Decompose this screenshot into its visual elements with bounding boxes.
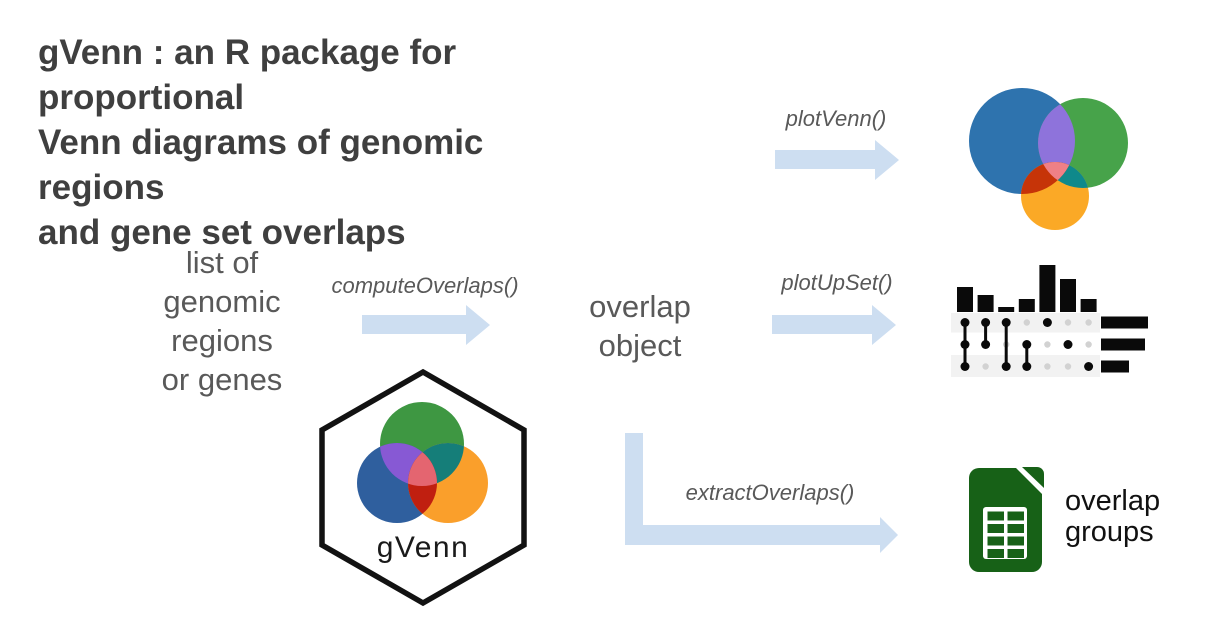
input-line-2: genomic (163, 284, 281, 319)
plot-venn-label: plotVenn() (785, 106, 887, 131)
spreadsheet-icon (969, 467, 1044, 572)
upset-plot-icon (951, 265, 1148, 377)
elbow-arrow-icon (625, 433, 898, 553)
input-line-4: or genes (161, 362, 283, 397)
title-line-1: gVenn : an R package for proportional (38, 33, 457, 117)
plot-upset-label: plotUpSet() (781, 270, 893, 295)
gvenn-hex-logo: gVenn (319, 368, 527, 607)
input-line-1: list of (185, 245, 259, 280)
output-line-1: overlap (1065, 485, 1161, 517)
extract-overlaps-label: extractOverlaps() (685, 480, 855, 505)
overlap-object-node: overlap object (565, 287, 715, 365)
proportional-venn-plot-icon (969, 88, 1128, 230)
overlap-object-line-1: overlap (589, 289, 691, 324)
figure-title: gVenn : an R package for proportional Ve… (38, 30, 598, 255)
compute-overlaps-label: computeOverlaps() (331, 273, 519, 298)
output-line-2: groups (1065, 516, 1154, 548)
output-node: overlap groups (1065, 486, 1205, 548)
input-line-3: regions (171, 323, 273, 358)
right-arrow-icon (362, 305, 490, 345)
sheet-grid-cells (987, 511, 1024, 558)
right-arrow-icon (775, 140, 899, 180)
overlap-object-line-2: object (598, 328, 682, 363)
title-line-2: Venn diagrams of genomic regions (38, 123, 484, 207)
input-node: list of genomic regions or genes (122, 243, 322, 399)
title-line-3: and gene set overlaps (38, 213, 406, 252)
logo-text: gVenn (377, 531, 470, 564)
right-arrow-icon (772, 305, 896, 345)
